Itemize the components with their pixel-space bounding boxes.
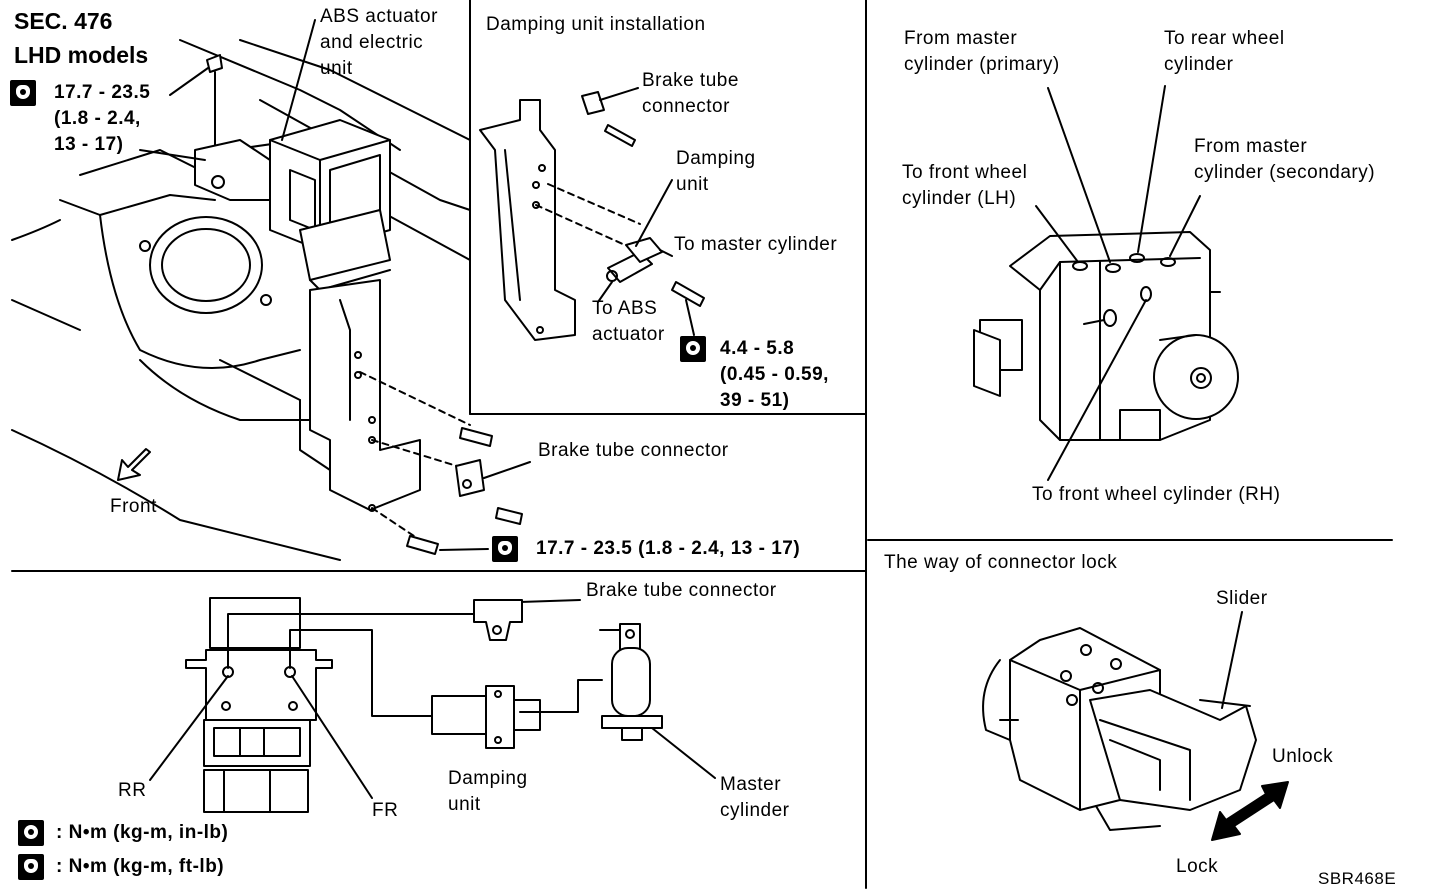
- models-label: LHD models: [14, 42, 149, 68]
- master-cylinder-label: Master cylinder: [720, 774, 790, 821]
- section-code: SEC. 476: [14, 8, 113, 34]
- connector-lock-drawing: [982, 611, 1257, 831]
- damping-brake-tube-connector-label: Brake tube connector: [642, 70, 739, 117]
- schematic-damping-unit-label: Damping unit: [448, 768, 528, 815]
- legend-in-lb: : N•m (kg-m, in-lb): [56, 822, 229, 843]
- torque-spec-bottom: 17.7 - 23.5 (1.8 - 2.4, 13 - 17): [536, 538, 801, 559]
- to-rear-wheel-label: To rear wheel cylinder: [1164, 28, 1285, 75]
- brake-tube-connector-label: Brake tube connector: [538, 440, 729, 461]
- to-front-lh-label: To front wheel cylinder (LH): [902, 162, 1028, 209]
- connector-lock-title: The way of connector lock: [884, 552, 1118, 573]
- piping-schematic: [149, 597, 716, 813]
- torque-spec-top: 17.7 - 23.5 (1.8 - 2.4, 13 - 17): [54, 82, 151, 155]
- actuator-ports-drawing: [973, 85, 1239, 481]
- torque-wrench-in-lb-icon: [18, 820, 44, 846]
- damping-unit-label: Damping unit: [676, 148, 756, 195]
- lock-label: Lock: [1176, 856, 1219, 877]
- schematic-brake-tube-connector-label: Brake tube connector: [586, 580, 777, 601]
- slider-label: Slider: [1216, 588, 1268, 609]
- rr-label: RR: [118, 780, 147, 801]
- front-arrow-icon: [117, 448, 151, 481]
- legend-ft-lb: : N•m (kg-m, ft-lb): [56, 856, 225, 877]
- torque-wrench-ft-lb-icon: [18, 854, 44, 880]
- figure-code: SBR468E: [1318, 869, 1397, 888]
- unlock-label: Unlock: [1272, 746, 1334, 767]
- to-front-rh-label: To front wheel cylinder (RH): [1032, 484, 1281, 505]
- to-master-cylinder-label: To master cylinder: [674, 234, 838, 255]
- damping-torque-spec: 4.4 - 5.8 (0.45 - 0.59, 39 - 51): [720, 338, 829, 411]
- abs-actuator-label: ABS actuator and electric unit: [320, 6, 438, 79]
- to-abs-actuator-label: To ABS actuator: [592, 298, 665, 345]
- damping-installation-drawing: [479, 87, 705, 341]
- front-label: Front: [110, 496, 157, 517]
- lock-unlock-arrow-icon: [1211, 781, 1289, 841]
- torque-wrench-ft-lb-icon: [10, 80, 36, 106]
- main-installation-view: [11, 19, 531, 561]
- damping-panel-title: Damping unit installation: [486, 14, 706, 35]
- torque-wrench-in-lb-icon: [680, 336, 706, 362]
- from-master-secondary-label: From master cylinder (secondary): [1194, 136, 1376, 183]
- panel-dividers: [11, 0, 1393, 889]
- from-master-primary-label: From master cylinder (primary): [904, 28, 1060, 75]
- torque-wrench-ft-lb-icon: [492, 536, 518, 562]
- fr-label: FR: [372, 800, 399, 821]
